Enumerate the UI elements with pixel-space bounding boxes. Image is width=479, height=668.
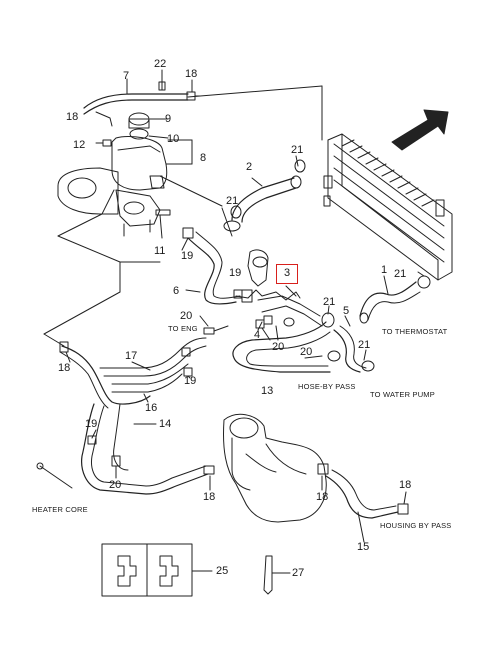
callout-13: 13 [261, 385, 274, 397]
callout-9: 9 [165, 113, 172, 125]
callout-18: 18 [203, 491, 216, 503]
highlighted-callout-3[interactable]: 3 [276, 264, 298, 284]
hose-1 [359, 281, 417, 317]
callout-19: 19 [85, 418, 98, 430]
callout-21: 21 [291, 144, 304, 156]
hose-14 [81, 403, 209, 495]
coolant-reservoir [111, 135, 168, 191]
water-pump-housing [223, 413, 327, 523]
callout-8: 8 [200, 152, 207, 164]
callout-21: 21 [394, 268, 407, 280]
callout-18: 18 [316, 491, 329, 503]
callout-1: 1 [381, 264, 388, 276]
callout-4: 4 [254, 329, 261, 341]
hose-6 [187, 237, 237, 305]
callout-10: 10 [167, 133, 180, 145]
callout-18: 18 [66, 111, 79, 123]
callout-15: 15 [357, 541, 370, 553]
callout-17: 17 [125, 350, 138, 362]
hose-5 [333, 329, 361, 373]
hose-13 [232, 321, 331, 373]
callout-18: 18 [58, 362, 71, 374]
hose-16 [61, 345, 151, 405]
note-to-thermostat: TO THERMOSTAT [382, 327, 448, 336]
callout-18: 18 [185, 68, 198, 80]
note-housing-by-pass: HOUSING BY PASS [380, 521, 452, 530]
callout-6: 6 [173, 285, 180, 297]
callout-19: 19 [184, 375, 197, 387]
callout-20: 20 [180, 310, 193, 322]
callout-21: 21 [226, 195, 239, 207]
callout-16: 16 [145, 402, 158, 414]
note-to-eng: TO ENG [168, 324, 198, 333]
callout-25: 25 [216, 565, 229, 577]
direction-arrow [391, 109, 449, 151]
callout-14: 14 [159, 418, 172, 430]
cable-tie-27 [263, 555, 273, 595]
thermostat-housing [247, 249, 269, 287]
hose-15 [325, 475, 399, 519]
callout-7: 7 [123, 70, 130, 82]
callout-12: 12 [73, 139, 86, 151]
hose-7 [83, 93, 189, 109]
callout-27: 27 [292, 567, 305, 579]
callout-21: 21 [358, 339, 371, 351]
callout-20: 20 [272, 341, 285, 353]
radiator [323, 133, 453, 281]
callout-19: 19 [229, 267, 242, 279]
callout-2: 2 [246, 161, 253, 173]
callout-20: 20 [300, 346, 313, 358]
callout-20: 20 [109, 479, 122, 491]
note-hose-by-pass: HOSE-BY PASS [298, 382, 356, 391]
note-heater-core: HEATER CORE [32, 505, 88, 514]
note-to-water-pump: TO WATER PUMP [370, 390, 435, 399]
callout-19: 19 [181, 250, 194, 262]
callout-11: 11 [154, 245, 166, 257]
callout-22: 22 [154, 58, 167, 70]
callout-5: 5 [343, 305, 350, 317]
callout-21: 21 [323, 296, 336, 308]
callout-18: 18 [399, 479, 412, 491]
